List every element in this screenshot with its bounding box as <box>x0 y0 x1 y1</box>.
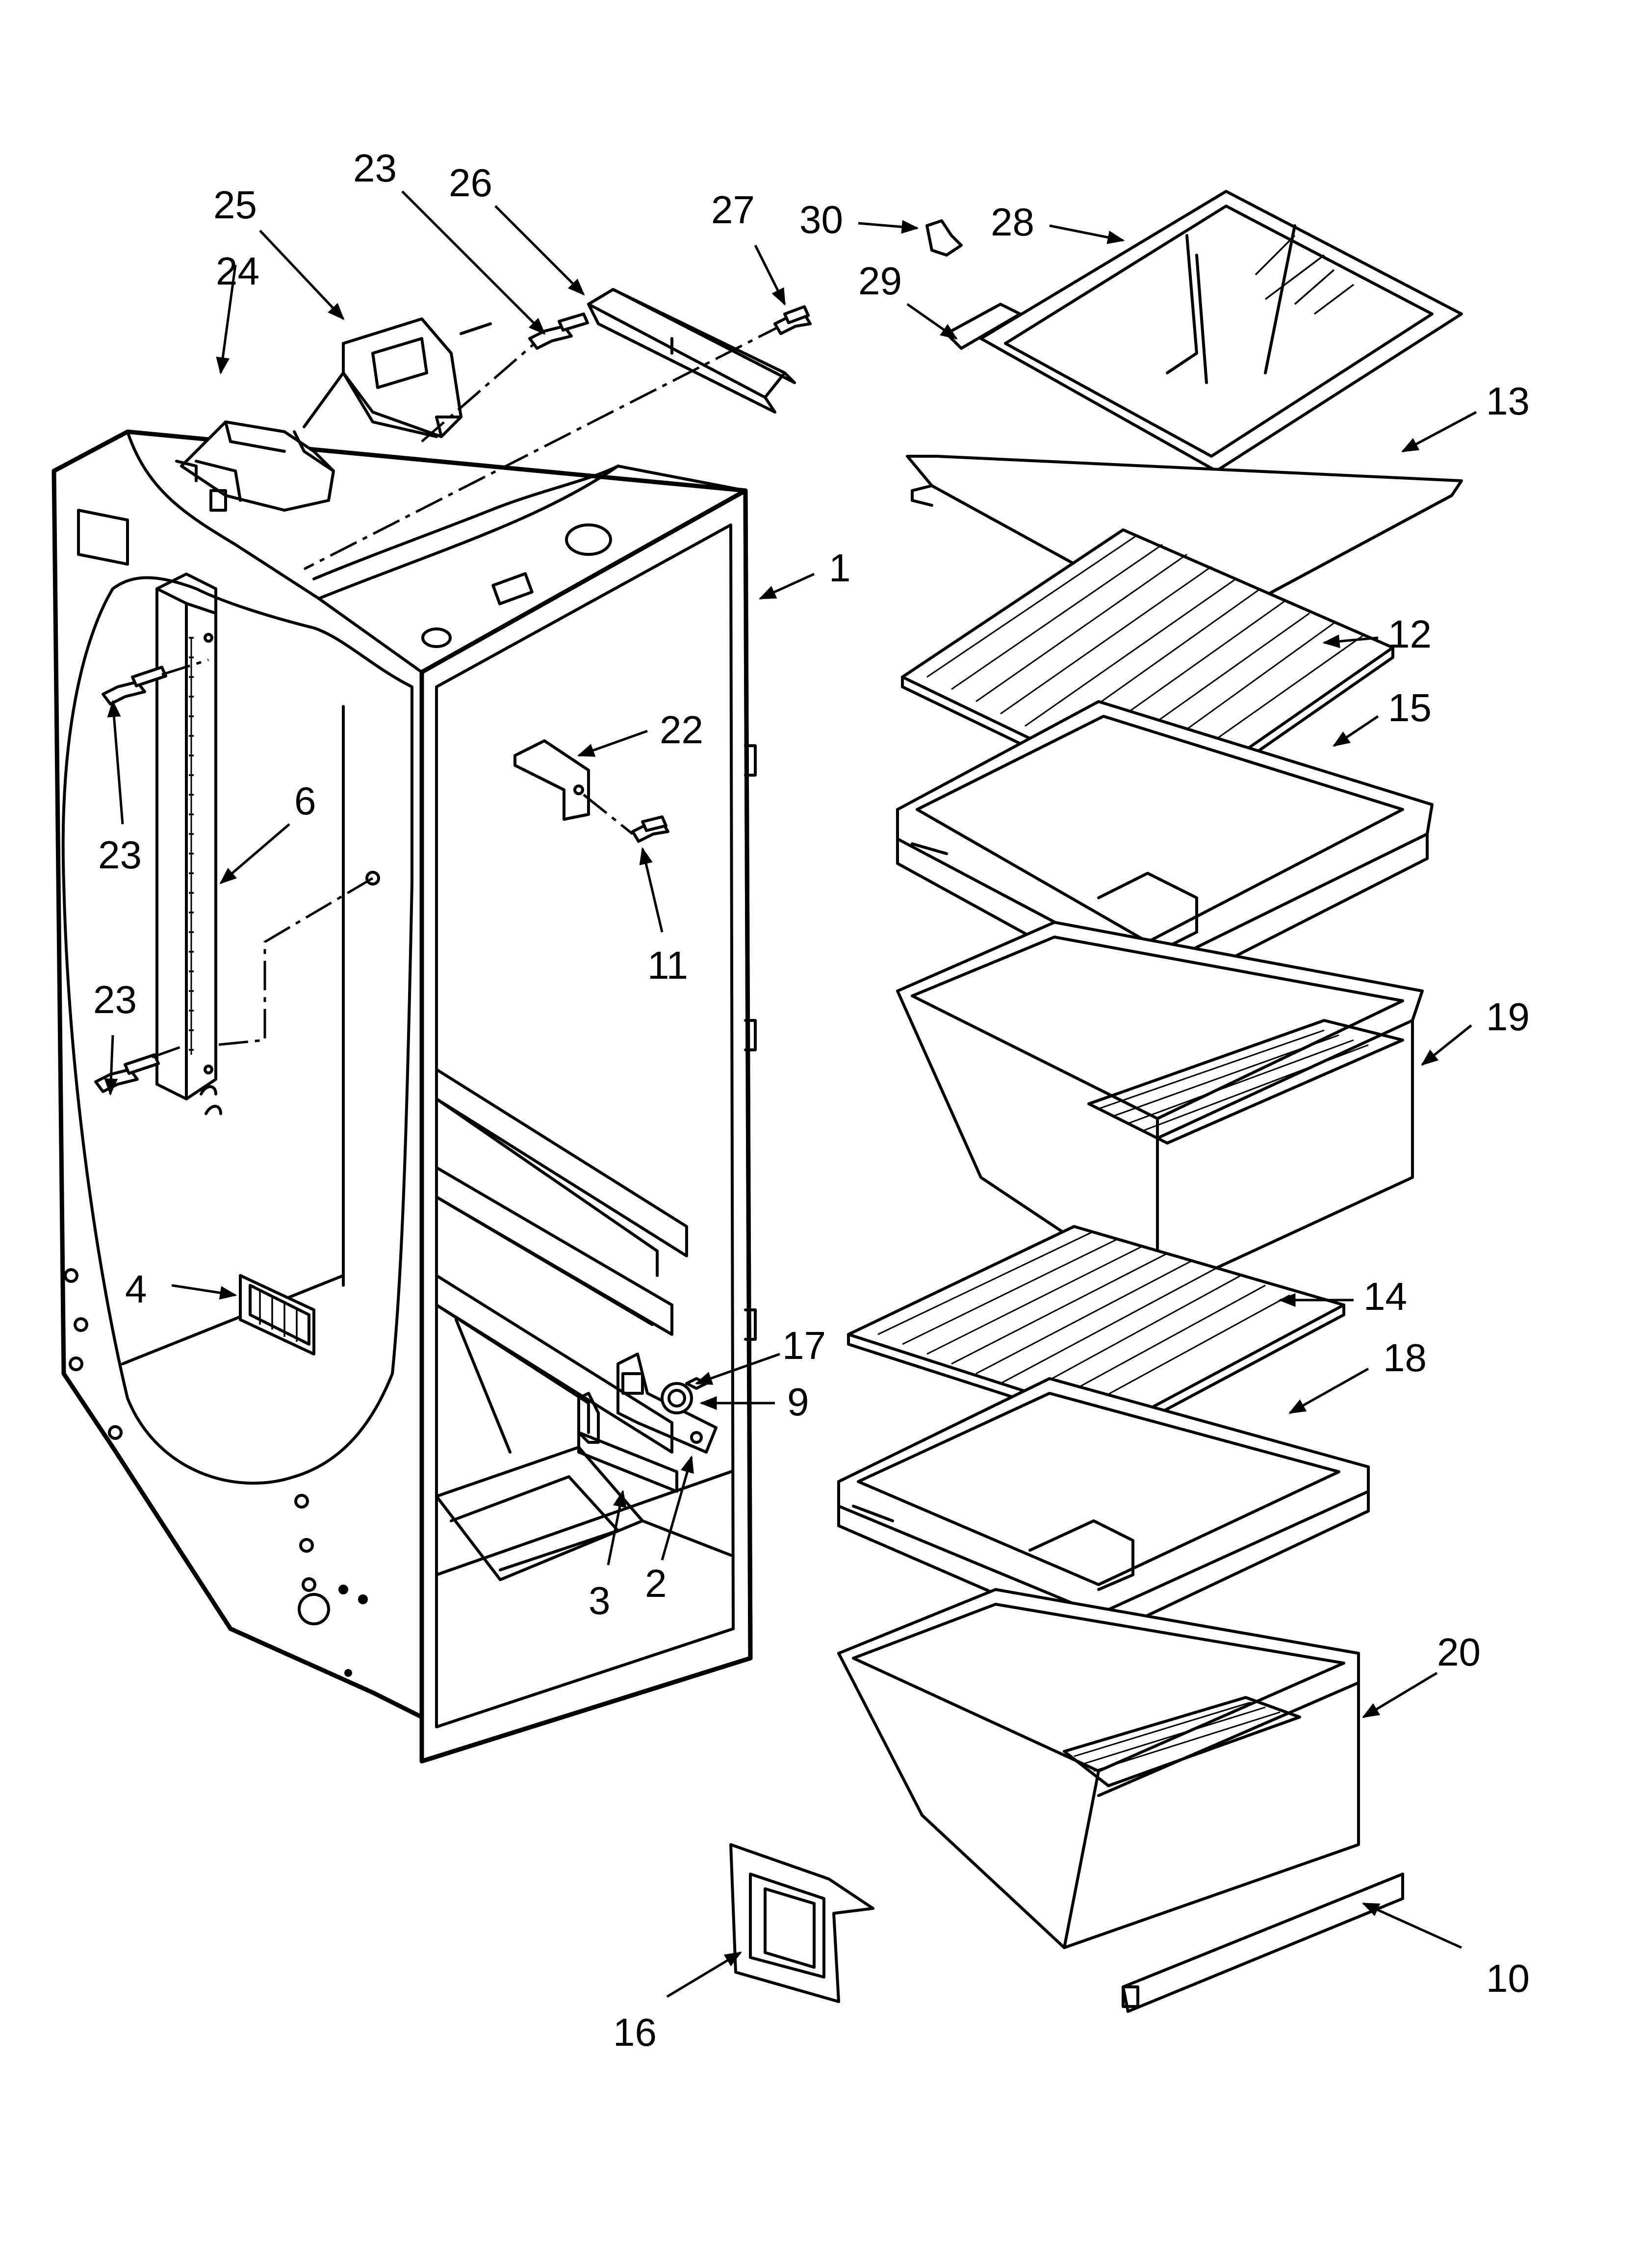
clip-part-30 <box>925 219 963 257</box>
trim-part-29 <box>945 303 1022 350</box>
callout-19: 19 <box>1486 995 1530 1039</box>
callout-4: 4 <box>125 1267 147 1311</box>
trim-part-2 <box>616 1353 718 1454</box>
top-channel-part-26 <box>587 288 796 414</box>
callout-11: 11 <box>647 943 688 987</box>
screw-icon <box>528 313 589 350</box>
callout-leaders <box>104 190 1477 1998</box>
screw-icon <box>94 1053 160 1093</box>
screw-icon <box>773 305 812 335</box>
callout-23-top: 23 <box>353 146 397 190</box>
callout-14: 14 <box>1363 1275 1407 1318</box>
callout-13: 13 <box>1486 379 1530 423</box>
callout-27: 27 <box>711 188 755 232</box>
glass-cover-part-28 <box>979 190 1463 472</box>
bracket-part-16 <box>729 1843 874 2003</box>
callout-24: 24 <box>216 249 259 293</box>
callout-28: 28 <box>991 200 1034 244</box>
callout-23-lower-left: 23 <box>93 978 137 1021</box>
callout-17: 17 <box>782 1324 826 1367</box>
callout-3: 3 <box>589 1579 611 1622</box>
callout-20: 20 <box>1437 1630 1481 1674</box>
cover-part-25 <box>303 317 492 438</box>
vent-grille-part-4 <box>239 1274 315 1356</box>
callout-26: 26 <box>449 161 492 205</box>
callout-22: 22 <box>660 708 703 752</box>
callout-10: 10 <box>1486 1956 1530 2000</box>
callout-30: 30 <box>799 198 843 241</box>
screw-icon <box>631 815 669 843</box>
trim-part-3 <box>577 1392 678 1493</box>
knob-part-9 <box>661 1382 693 1414</box>
crisper-drawer-part-20 <box>837 1588 1360 1949</box>
callout-2: 2 <box>645 1562 667 1605</box>
callout-6: 6 <box>294 779 316 823</box>
crisper-frame-part-18 <box>837 1377 1370 1640</box>
crisper-drawer-part-19 <box>896 921 1424 1297</box>
callout-12: 12 <box>1388 612 1432 656</box>
bracket-part-22 <box>513 739 590 821</box>
callout-18: 18 <box>1383 1336 1427 1380</box>
crisper-frame-part-15 <box>896 700 1434 1002</box>
cabinet-liner <box>51 429 757 1764</box>
housing-part-24 <box>175 420 335 512</box>
callout-25: 25 <box>213 183 257 227</box>
callout-23-upper-left: 23 <box>98 833 142 877</box>
callout-15: 15 <box>1388 686 1432 730</box>
callout-labels: 1 2 3 4 6 9 10 11 12 13 14 15 16 17 18 1… <box>93 146 1530 2054</box>
callout-16: 16 <box>613 2010 657 2054</box>
callout-1: 1 <box>829 546 851 590</box>
callout-29: 29 <box>858 259 902 303</box>
callout-9: 9 <box>787 1380 809 1424</box>
trim-strip-part-10 <box>1122 1873 1404 2013</box>
